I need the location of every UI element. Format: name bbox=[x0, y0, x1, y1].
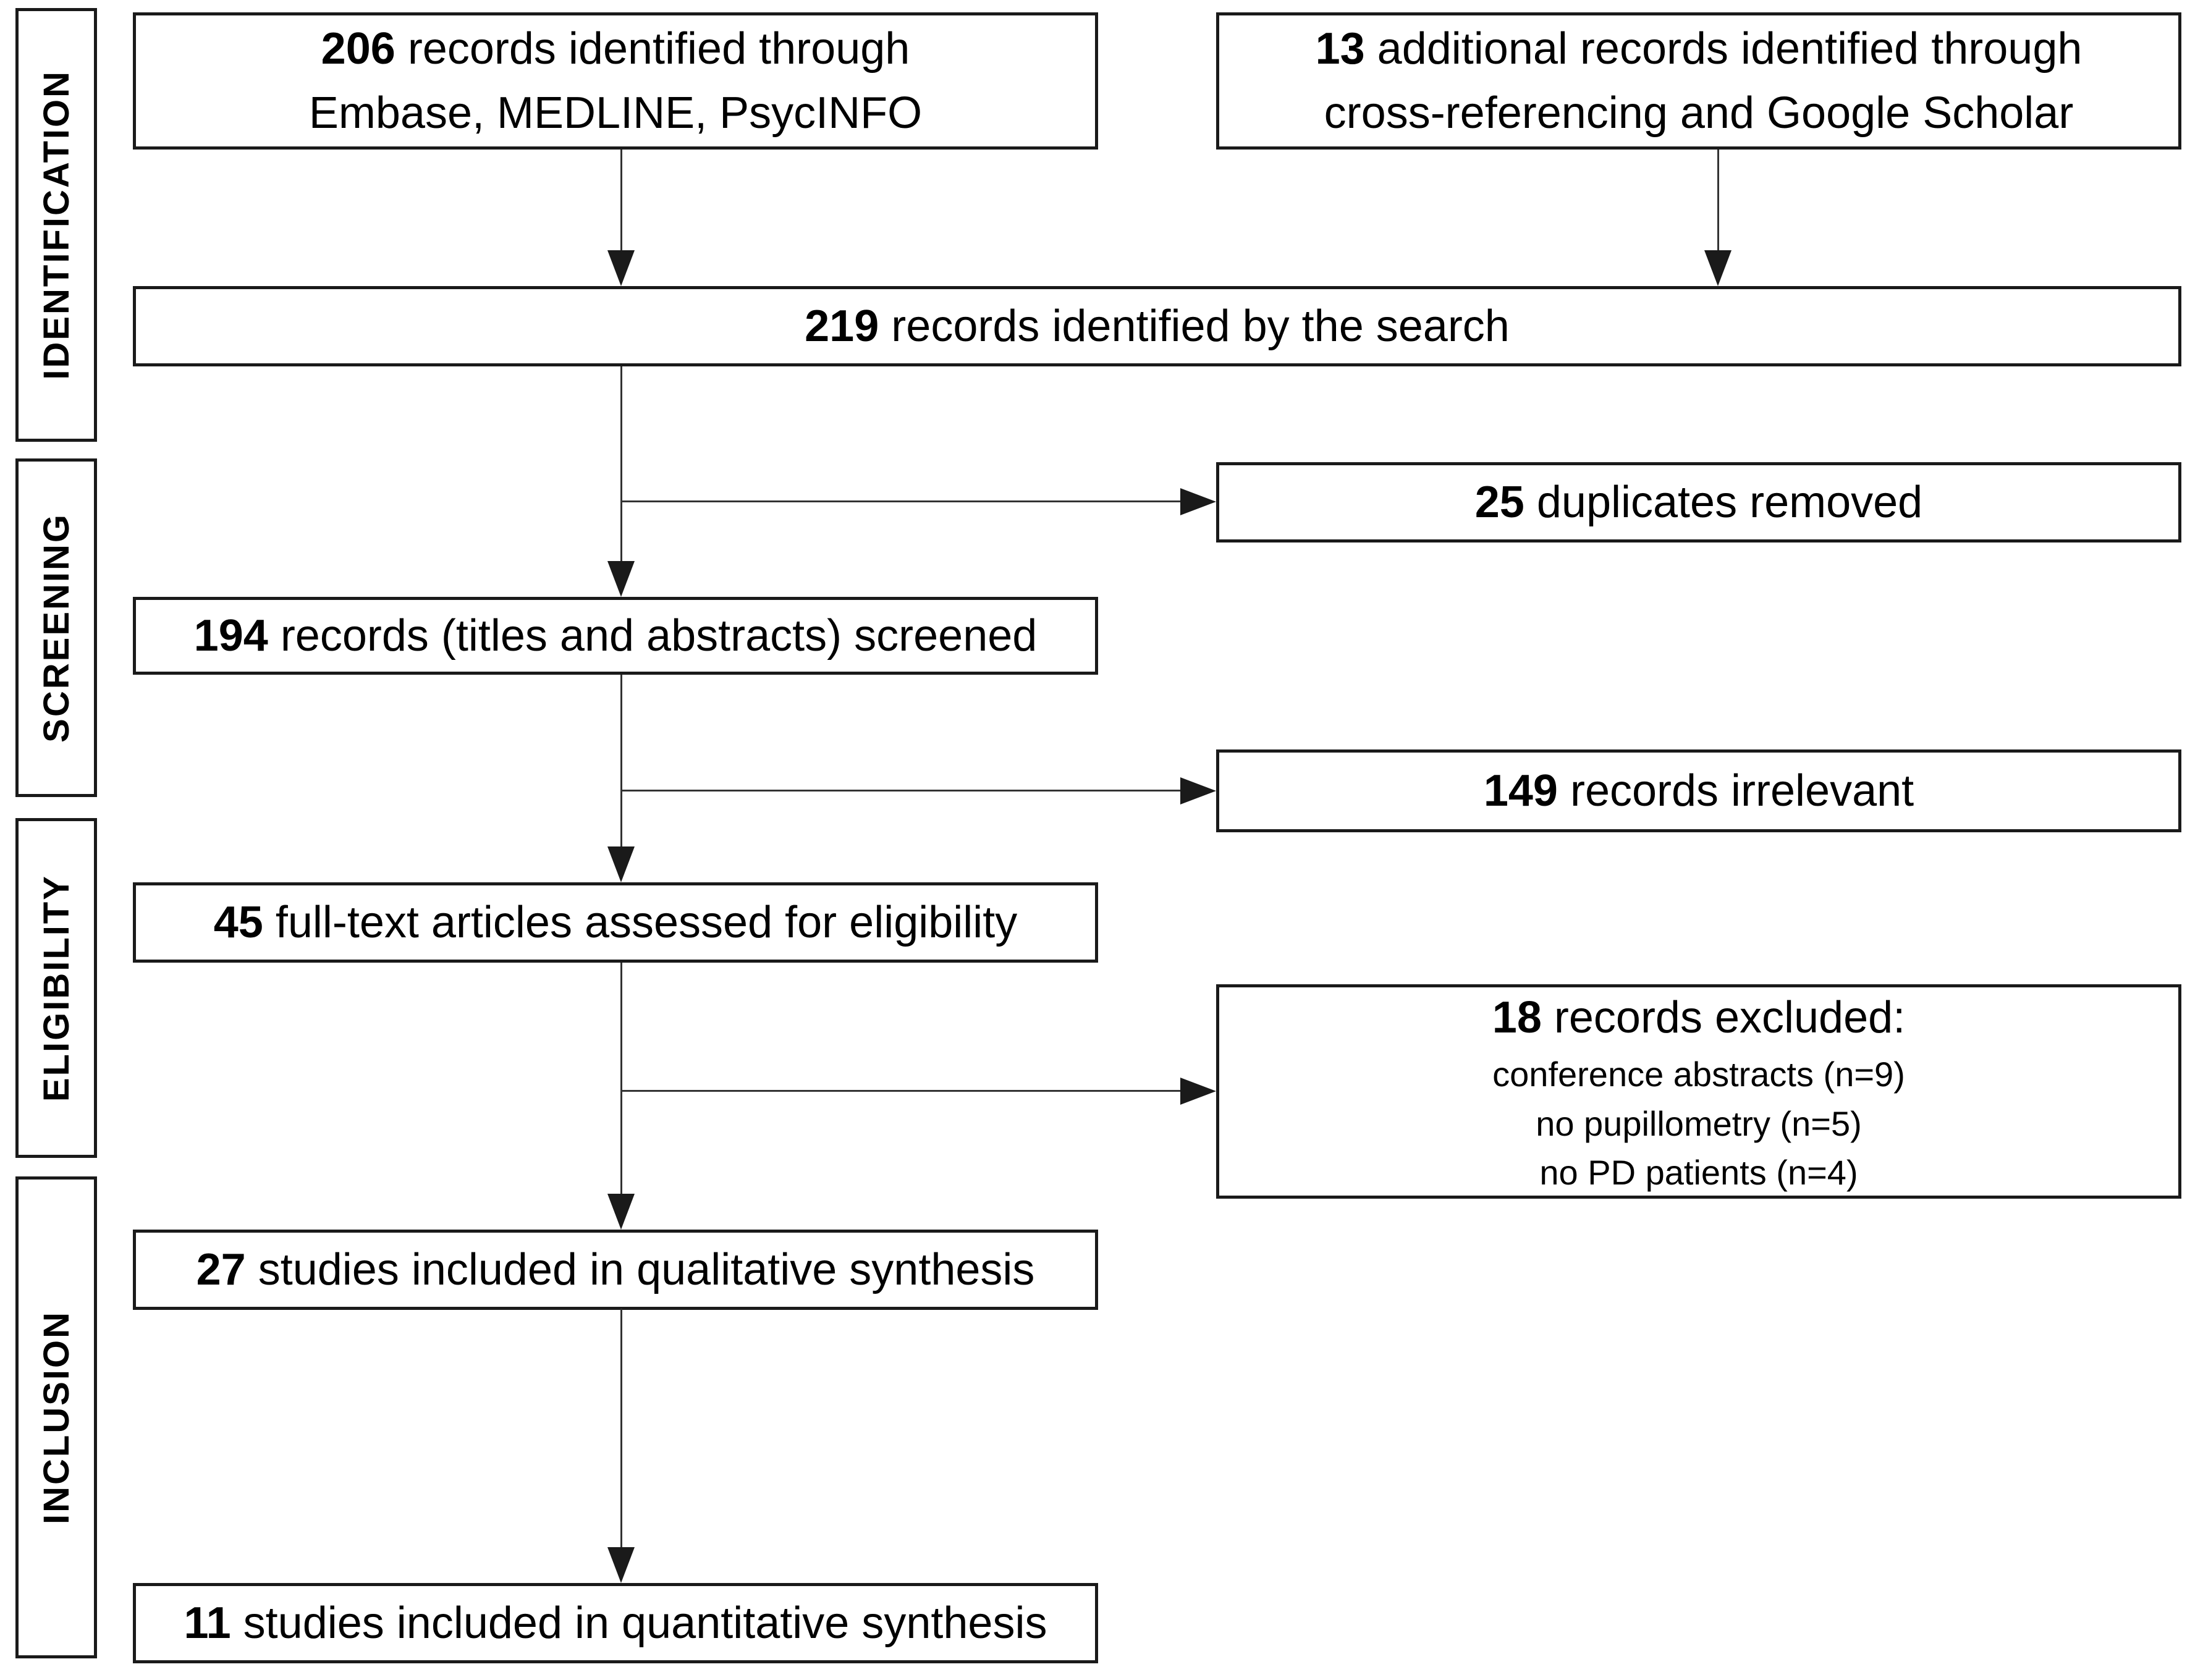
box-duplicates-removed-line: 25 duplicates removed bbox=[1474, 477, 1923, 527]
stage-screening-label: SCREENING bbox=[36, 513, 77, 743]
box-additional-records-line1: 13 additional records identified through bbox=[1315, 23, 2082, 74]
box-records-irrelevant: 149 records irrelevant bbox=[1216, 749, 2181, 832]
box-records-screened-line: 194 records (titles and abstracts) scree… bbox=[193, 610, 1038, 661]
stage-eligibility-label: ELIGIBILITY bbox=[36, 874, 77, 1102]
connector-qualitative-to-quantitative bbox=[620, 1309, 622, 1550]
stage-inclusion-label: INCLUSION bbox=[36, 1311, 77, 1524]
box-records-identified-databases: 206 records identified through Embase, M… bbox=[133, 12, 1098, 150]
stage-inclusion: INCLUSION bbox=[15, 1176, 97, 1658]
box-fulltext-assessed-line: 45 full-text articles assessed for eligi… bbox=[213, 897, 1018, 947]
box-quantitative-synthesis: 11 studies included in quantitative synt… bbox=[133, 1583, 1098, 1663]
connector-total-to-screened bbox=[620, 366, 622, 564]
stage-eligibility: ELIGIBILITY bbox=[15, 818, 97, 1158]
box-records-screened: 194 records (titles and abstracts) scree… bbox=[133, 597, 1098, 675]
box-qualitative-synthesis-line: 27 studies included in qualitative synth… bbox=[196, 1244, 1035, 1294]
connector-branch-duplicates bbox=[621, 500, 1182, 502]
box-records-irrelevant-line: 149 records irrelevant bbox=[1483, 766, 1914, 816]
arrowhead-down-qualitative-icon bbox=[607, 1194, 635, 1230]
box-quantitative-synthesis-line: 11 studies included in quantitative synt… bbox=[184, 1598, 1047, 1648]
connector-screened-to-fulltext bbox=[620, 675, 622, 850]
box-records-excluded-reason-1: conference abstracts (n=9) bbox=[1492, 1055, 1905, 1094]
arrowhead-down-additional-icon bbox=[1704, 250, 1732, 286]
connector-databases-to-total bbox=[620, 150, 622, 253]
box-records-identified-total: 219 records identified by the search bbox=[133, 286, 2181, 366]
box-records-excluded-reason-2: no pupillometry (n=5) bbox=[1536, 1104, 1862, 1143]
box-records-identified-total-line: 219 records identified by the search bbox=[805, 301, 1510, 351]
stage-identification: IDENTIFICATION bbox=[15, 8, 97, 442]
arrowhead-right-duplicates-icon bbox=[1180, 488, 1216, 515]
arrowhead-right-excluded-icon bbox=[1180, 1078, 1216, 1105]
box-qualitative-synthesis: 27 studies included in qualitative synth… bbox=[133, 1230, 1098, 1310]
arrowhead-right-irrelevant-icon bbox=[1180, 777, 1216, 804]
connector-branch-excluded bbox=[621, 1090, 1182, 1092]
arrowhead-down-fulltext-icon bbox=[607, 846, 635, 882]
connector-branch-irrelevant bbox=[621, 790, 1182, 791]
connector-additional-to-total bbox=[1717, 150, 1719, 253]
box-records-excluded-reason-3: no PD patients (n=4) bbox=[1539, 1153, 1858, 1192]
box-records-excluded-heading: 18 records excluded: bbox=[1492, 993, 1906, 1043]
box-duplicates-removed: 25 duplicates removed bbox=[1216, 462, 2181, 542]
arrowhead-down-quantitative-icon bbox=[607, 1547, 635, 1583]
box-additional-records: 13 additional records identified through… bbox=[1216, 12, 2181, 150]
stage-screening: SCREENING bbox=[15, 458, 97, 797]
connector-fulltext-to-qualitative bbox=[620, 963, 622, 1197]
box-records-excluded: 18 records excluded: conference abstract… bbox=[1216, 984, 2181, 1199]
box-fulltext-assessed: 45 full-text articles assessed for eligi… bbox=[133, 882, 1098, 963]
box-records-identified-databases-line2: Embase, MEDLINE, PsycINFO bbox=[308, 88, 923, 138]
stage-identification-label: IDENTIFICATION bbox=[36, 70, 77, 380]
box-records-identified-databases-line1: 206 records identified through bbox=[321, 23, 910, 74]
arrowhead-down-databases-icon bbox=[607, 250, 635, 286]
box-additional-records-line2: cross-referencing and Google Scholar bbox=[1324, 88, 2074, 138]
arrowhead-down-screened-icon bbox=[607, 561, 635, 597]
